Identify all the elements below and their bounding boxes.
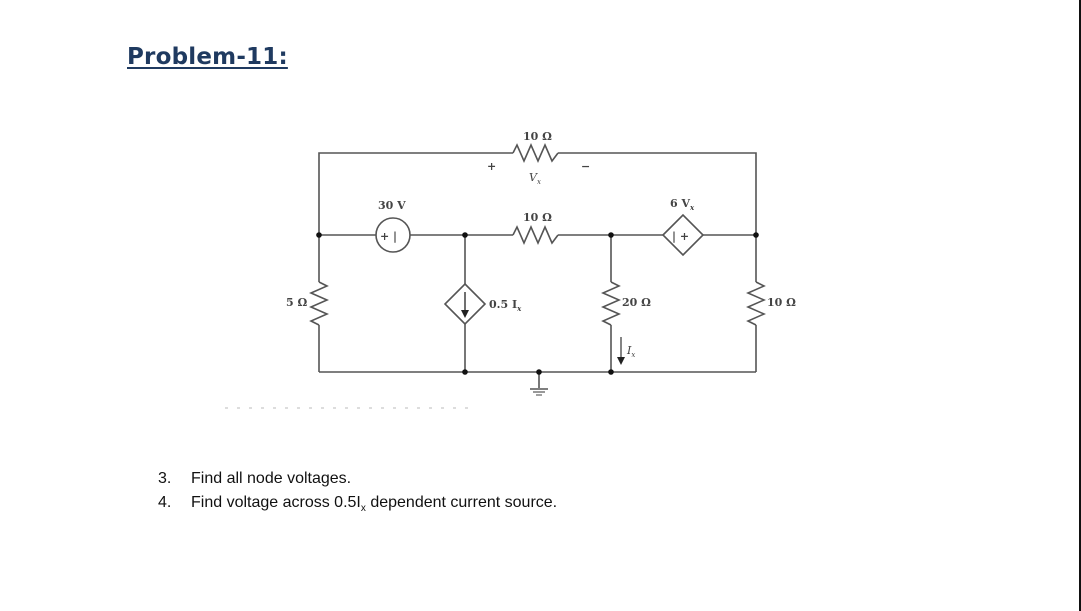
voltage-source-polarity: + | xyxy=(380,230,397,243)
node-dots xyxy=(316,232,759,375)
voltage-source-label: 30 V xyxy=(378,199,406,212)
vx-plus-sign: + xyxy=(487,160,496,173)
vx-minus-sign: − xyxy=(581,160,590,173)
right-resistor-symbol xyxy=(746,281,766,326)
top-resistor-label: 10 Ω xyxy=(523,130,552,143)
question-text: Find all node voltages. xyxy=(191,470,352,487)
left-resistor-label: 5 Ω xyxy=(286,296,307,309)
top-branch: 10 Ω + − Vx xyxy=(318,130,757,235)
left-branch: 5 Ω xyxy=(286,235,329,372)
problem-title: Problem-11: xyxy=(127,44,288,70)
center-resistor-symbol xyxy=(601,281,621,326)
page-edge-border xyxy=(1079,0,1081,611)
question-list: 3. Find all node voltages. 4. Find volta… xyxy=(158,467,557,521)
question-number: 4. xyxy=(158,494,172,511)
question-text: Find voltage across 0.5Ix dependent curr… xyxy=(191,494,558,515)
top-resistor-symbol xyxy=(512,143,559,163)
right-resistor-label: 10 Ω xyxy=(767,296,796,309)
current-source-branch: 0.5 Ix xyxy=(443,235,522,372)
dep-voltage-label: 6 Vx xyxy=(670,197,695,212)
mid-resistor-symbol xyxy=(512,225,559,245)
vx-label: Vx xyxy=(529,171,541,186)
middle-branch: + | 30 V 10 Ω | + 6 Vx xyxy=(319,197,756,257)
ground-rail xyxy=(319,371,756,396)
question-number: 3. xyxy=(158,470,172,487)
center-branch: 20 Ω Ix xyxy=(601,235,651,372)
left-resistor-symbol xyxy=(309,281,329,326)
right-branch: 10 Ω xyxy=(746,235,796,372)
center-resistor-label: 20 Ω xyxy=(622,296,651,309)
mid-resistor-label: 10 Ω xyxy=(523,211,552,224)
dep-current-label: 0.5 Ix xyxy=(489,298,522,313)
ix-label: Ix xyxy=(626,344,635,359)
dep-voltage-polarity: | + xyxy=(672,230,689,243)
question-item: 4. Find voltage across 0.5Ix dependent c… xyxy=(158,491,557,521)
question-item: 3. Find all node voltages. xyxy=(158,467,557,491)
